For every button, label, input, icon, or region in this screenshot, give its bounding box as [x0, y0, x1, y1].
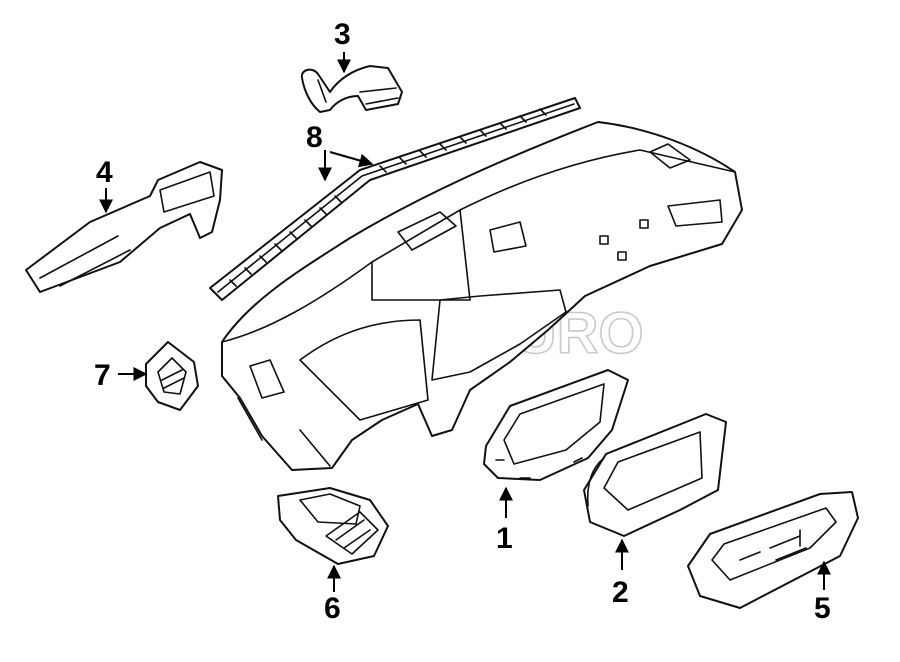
callout-1: 1 — [496, 522, 513, 555]
callout-8: 8 — [306, 121, 323, 154]
part-2-cluster-trim — [583, 413, 727, 537]
leader-lines — [99, 52, 831, 592]
callout-numbers: 3 8 4 7 1 2 6 5 — [94, 18, 831, 625]
callout-5: 5 — [814, 592, 831, 625]
part-5-center-vent — [687, 491, 859, 609]
part-1-cluster-bezel — [483, 369, 629, 481]
part-6-lower-vent — [277, 487, 389, 565]
callout-2: 2 — [612, 576, 629, 609]
part-7-corner-vent — [145, 341, 199, 411]
callout-3: 3 — [334, 18, 351, 51]
callout-4: 4 — [96, 156, 113, 189]
part-8-defroster-grille — [209, 97, 581, 301]
callout-6: 6 — [324, 592, 341, 625]
leader-8b — [329, 151, 374, 168]
part-4-side-air-duct — [25, 161, 223, 293]
part-3-air-duct-hose — [300, 65, 403, 113]
callout-7: 7 — [94, 359, 111, 392]
instrument-panel — [221, 121, 743, 471]
